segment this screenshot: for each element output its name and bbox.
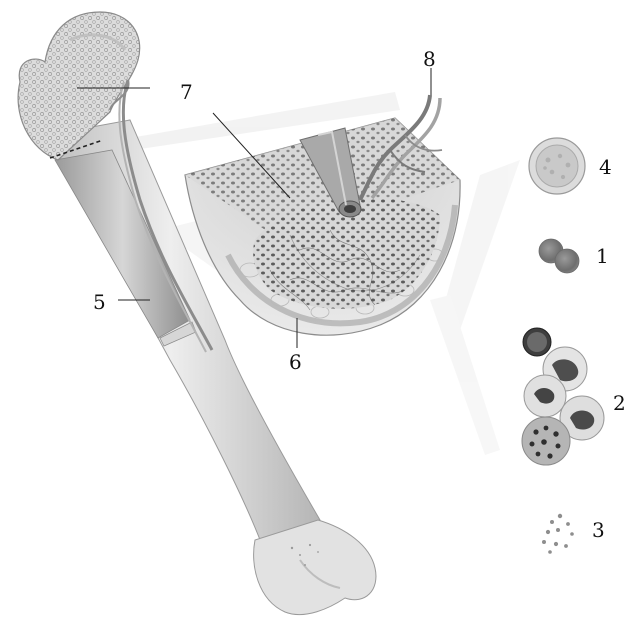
label-5: 5 xyxy=(93,290,106,314)
cell-1-red-blood-cells xyxy=(539,239,579,273)
label-4: 4 xyxy=(599,155,612,179)
label-8: 8 xyxy=(423,47,436,71)
femur-condyles xyxy=(254,520,376,615)
cell-3-platelets xyxy=(542,514,574,554)
label-7: 7 xyxy=(180,80,193,104)
cell-2-white-blood-cells xyxy=(522,328,604,465)
label-1: 1 xyxy=(596,244,609,268)
label-3: 3 xyxy=(592,518,605,542)
label-2: 2 xyxy=(613,391,626,415)
label-6: 6 xyxy=(289,350,302,374)
cell-4-large-cell xyxy=(529,138,585,194)
